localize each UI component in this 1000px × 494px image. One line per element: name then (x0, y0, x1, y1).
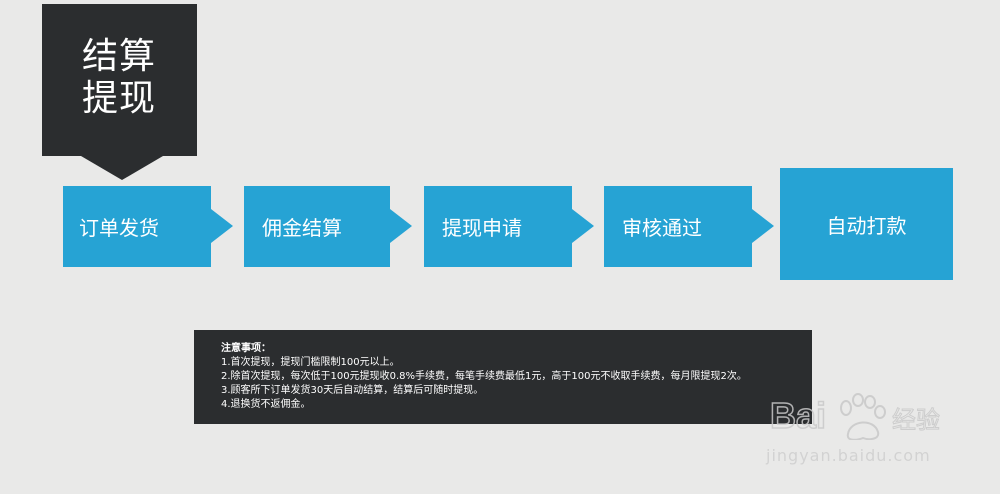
title-line-1: 结算 (82, 36, 157, 77)
notes-box: 注意事项： 1.首次提现，提现门槛限制100元以上。 2.除首次提现，每次低于1… (194, 330, 812, 424)
title-line-2: 提现 (82, 78, 157, 119)
notes-item: 4.退换货不返佣金。 (221, 399, 311, 410)
watermark-url: jingyan.baidu.com (766, 446, 931, 465)
step-label: 订单发货 (79, 216, 159, 240)
step-withdrawal-request: 提现申请 (424, 186, 572, 267)
notes-heading: 注意事项： (221, 343, 271, 354)
flow-arrow-icon (752, 209, 774, 243)
title-tag: 结算 提现 (42, 4, 197, 180)
flow-arrow-icon (211, 209, 233, 243)
notes-item: 3.顾客所下订单发货30天后自动结算，结算后可随时提现。 (221, 385, 484, 396)
flow-arrow-icon (390, 209, 412, 243)
step-auto-payment: 自动打款 (780, 168, 953, 280)
step-commission-settlement: 佣金结算 (244, 186, 390, 267)
step-label: 自动打款 (826, 213, 907, 238)
step-label: 提现申请 (442, 216, 522, 240)
baidu-jingyan-watermark: Bai 经验 jingyan.baidu.com (760, 388, 960, 478)
step-order-shipped: 订单发货 (63, 186, 211, 267)
svg-text:Bai: Bai (770, 395, 826, 436)
notes-item: 1.首次提现，提现门槛限制100元以上。 (221, 357, 400, 368)
step-review-approved: 审核通过 (604, 186, 752, 267)
notes-item: 2.除首次提现，每次低于100元提现收0.8%手续费，每笔手续费最低1元，高于1… (221, 371, 747, 382)
svg-text:经验: 经验 (892, 406, 940, 434)
step-label: 佣金结算 (262, 216, 342, 240)
flow-arrow-icon (572, 209, 594, 243)
baidu-paw-logo-icon: Bai 经验 (769, 393, 941, 440)
step-label: 审核通过 (622, 216, 702, 240)
